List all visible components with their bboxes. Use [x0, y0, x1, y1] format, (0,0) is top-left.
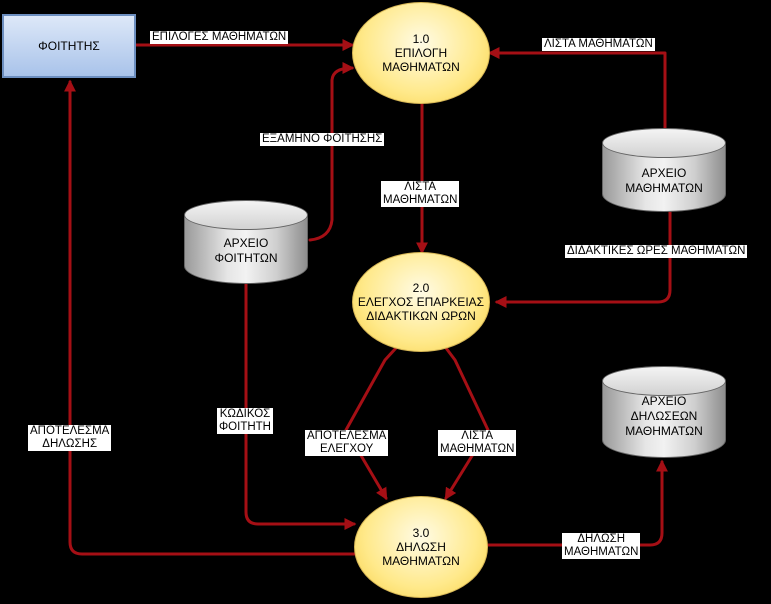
label-declaration-result-line1: ΑΠΟΤΕΛΕΣΜΑ: [30, 425, 110, 437]
process-2-line1: ΕΛΕΓΧΟΣ ΕΠΑΡΚΕΙΑΣ: [357, 295, 485, 309]
label-check-result-line1: ΑΠΟΤΕΛΕΣΜΑ: [307, 430, 387, 442]
arrow-declaration-result: [64, 79, 358, 556]
arrow-course-list-top: [487, 47, 667, 132]
store-declarations-line3: ΜΑΘΗΜΑΤΩΝ: [625, 424, 703, 438]
label-course-list-low-line1: ΛΙΣΤΑ: [461, 430, 494, 442]
store-declarations-line2: ΔΗΛΩΣΕΩΝ: [630, 409, 698, 423]
label-course-declaration-line2: ΜΑΘΗΜΑΤΩΝ: [564, 546, 639, 558]
label-check-result-line2: ΕΛΕΓΧΟΥ: [320, 443, 374, 455]
label-course-declaration-line1: ΔΗΛΩΣΗ: [577, 533, 626, 545]
store-students-line1: ΑΡΧΕΙΟ: [223, 236, 269, 250]
label-semester: ΕΞΑΜΗΝΟ ΦΟΙΤΗΣΗΣ: [260, 133, 385, 146]
label-course-list-top: ΛΙΣΤΑ ΜΑΘΗΜΑΤΩΝ: [542, 38, 655, 51]
arrow-course-declaration: [486, 459, 668, 547]
label-course-declaration: ΔΗΛΩΣΗ ΜΑΘΗΜΑΤΩΝ: [562, 533, 641, 559]
store-courses-line1: ΑΡΧΕΙΟ: [641, 166, 687, 180]
label-course-list-low-line2: ΜΑΘΗΜΑΤΩΝ: [440, 443, 515, 455]
process-1-number: 1.0: [412, 32, 430, 46]
label-check-result: ΑΠΟΤΕΛΕΣΜΑ ΕΛΕΓΧΟΥ: [305, 430, 389, 456]
process-3-number: 3.0: [412, 526, 430, 540]
label-student-code-line1: ΚΩΔΙΚΟΣ: [219, 408, 271, 420]
label-course-list-mid: ΛΙΣΤΑ ΜΑΘΗΜΑΤΩΝ: [381, 181, 460, 207]
label-course-choices: ΕΠΙΛΟΓΕΣ ΜΑΘΗΜΑΤΩΝ: [150, 31, 289, 44]
label-student-code: ΚΩΔΙΚΟΣ ΦΟΙΤΗΤΗ: [217, 408, 273, 434]
process-2-line2: ΔΙΔΑΚΤΙΚΩΝ ΩΡΩΝ: [366, 309, 476, 323]
entity-student-label: ΦΟΙΤΗΤΗΣ: [38, 39, 100, 53]
process-1-line2: ΜΑΘΗΜΑΤΩΝ: [382, 60, 460, 74]
label-course-list-mid-line2: ΜΑΘΗΜΑΤΩΝ: [383, 194, 458, 206]
store-course-file[interactable]: ΑΡΧΕΙΟ ΜΑΘΗΜΑΤΩΝ: [602, 128, 726, 212]
store-declarations-file[interactable]: ΑΡΧΕΙΟ ΔΗΛΩΣΕΩΝ ΜΑΘΗΜΑΤΩΝ: [602, 366, 726, 458]
label-student-code-line2: ΦΟΙΤΗΤΗ: [219, 421, 271, 433]
store-student-file[interactable]: ΑΡΧΕΙΟ ΦΟΙΤΗΤΩΝ: [184, 200, 308, 284]
process-2-number: 2.0: [412, 281, 430, 295]
store-students-line2: ΦΟΙΤΗΤΩΝ: [214, 251, 278, 265]
arrow-teaching-hours: [494, 206, 672, 308]
label-declaration-result-line2: ΔΗΛΩΣΗΣ: [42, 438, 98, 450]
process-1-line1: ΕΠΙΛΟΓΗ: [394, 46, 448, 60]
label-course-list-mid-line1: ΛΙΣΤΑ: [404, 181, 437, 193]
arrow-student-code: [244, 280, 357, 530]
process-course-declaration[interactable]: 3.0 ΔΗΛΩΣΗ ΜΑΘΗΜΑΤΩΝ: [354, 496, 488, 598]
process-3-line1: ΔΗΛΩΣΗ: [396, 540, 446, 554]
store-courses-line2: ΜΑΘΗΜΑΤΩΝ: [625, 181, 703, 195]
process-3-line2: ΜΑΘΗΜΑΤΩΝ: [382, 554, 460, 568]
process-hours-check[interactable]: 2.0 ΕΛΕΓΧΟΣ ΕΠΑΡΚΕΙΑΣ ΔΙΔΑΚΤΙΚΩΝ ΩΡΩΝ: [352, 252, 490, 352]
label-teaching-hours: ΔΙΔΑΚΤΙΚΕΣ ΩΡΕΣ ΜΑΘΗΜΑΤΩΝ: [565, 245, 748, 258]
arrow-course-list-low: [444, 346, 490, 501]
entity-student[interactable]: ΦΟΙΤΗΤΗΣ: [2, 14, 136, 78]
process-course-selection[interactable]: 1.0 ΕΠΙΛΟΓΗ ΜΑΘΗΜΑΤΩΝ: [352, 2, 490, 104]
store-declarations-line1: ΑΡΧΕΙΟ: [641, 394, 687, 408]
arrow-semester: [308, 62, 355, 242]
label-declaration-result: ΑΠΟΤΕΛΕΣΜΑ ΔΗΛΩΣΗΣ: [28, 425, 112, 451]
arrow-check-result: [344, 346, 398, 501]
label-course-list-low: ΛΙΣΤΑ ΜΑΘΗΜΑΤΩΝ: [438, 430, 517, 456]
